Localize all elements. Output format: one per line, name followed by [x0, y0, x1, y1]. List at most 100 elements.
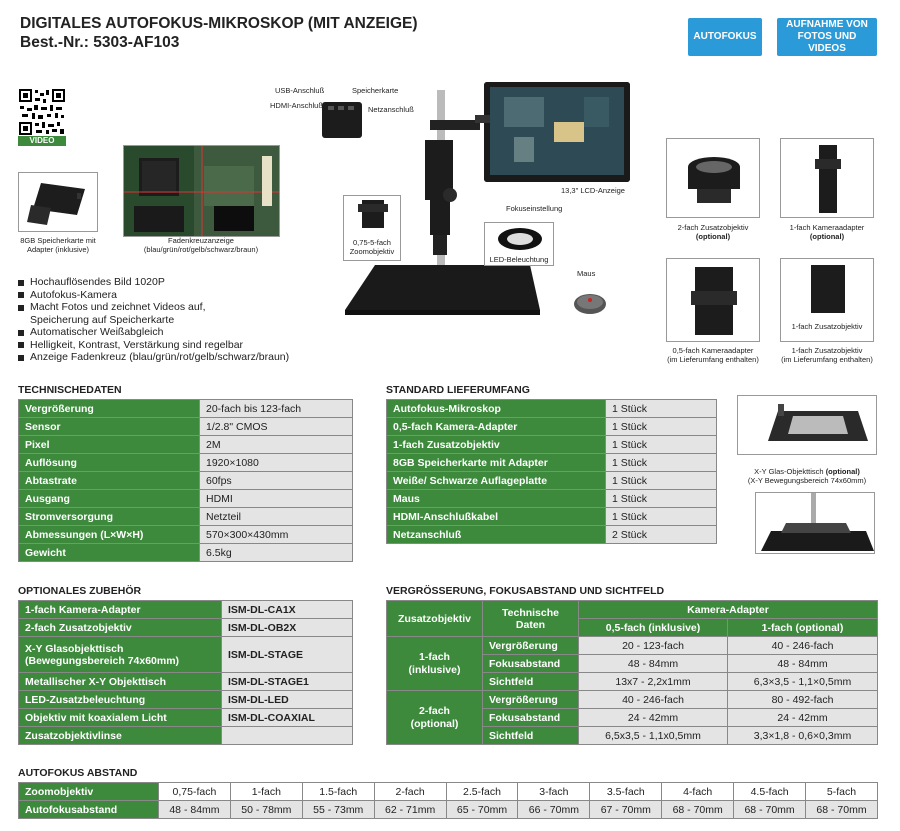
magnif-h-tech1: Technische — [502, 606, 559, 619]
optional-item-line1: X-Y Glasobjekttisch — [25, 642, 124, 655]
tech-key: Pixel — [18, 435, 200, 454]
magnif-group-2: 2-fach(optional) — [386, 690, 483, 745]
tech-key: Gewicht — [18, 543, 200, 562]
af-dist: 68 - 70mm — [733, 800, 807, 819]
af-dist: 68 - 70mm — [805, 800, 878, 819]
scope-item: Maus — [386, 489, 606, 508]
xy-stage-sub: (optional) — [825, 467, 860, 476]
optional-item: 2-fach Zusatzobjektiv — [18, 618, 222, 637]
magnif-param: Fokusabstand — [482, 708, 579, 727]
tech-key: Vergrößerung — [18, 399, 200, 418]
optional-item: LED-Zusatzbeleuchtung — [18, 690, 222, 709]
xy-stage-label: X-Y Glas-Objekttisch — [754, 467, 824, 476]
page-title: DIGITALES AUTOFOKUS-MIKROSKOP (MIT ANZEI… — [20, 14, 418, 52]
hdmi-label: HDMI-Anschluß — [270, 101, 323, 110]
scope-qty: 1 Stück — [605, 507, 717, 526]
feature-list: Hochauflösendes Bild 1020P Autofokus-Kam… — [18, 276, 348, 364]
optional-item-line2: (Bewegungsbereich 74x60mm) — [25, 654, 180, 667]
acc-05fach-kameraadapter-image — [666, 258, 760, 342]
acc4-label: 1-fach Zusatzobjektiv — [791, 346, 863, 355]
magnif-h-zusatz: Zusatzobjektiv — [386, 600, 483, 637]
tech-value: 20-fach bis 123-fach — [199, 399, 353, 418]
acc1-caption: 2-fach Zusatzobjektiv (optional) — [656, 223, 770, 241]
optional-code: ISM-DL-LED — [221, 690, 353, 709]
table-row: X-Y Glasobjekttisch(Bewegungsbereich 74x… — [18, 636, 353, 673]
tech-key: Auflösung — [18, 453, 200, 472]
qr-code[interactable] — [18, 88, 66, 136]
tech-key: Sensor — [18, 417, 200, 436]
tech-key: Abmessungen (L×W×H) — [18, 525, 200, 544]
scope-qty: 1 Stück — [605, 489, 717, 508]
optional-code: ISM-DL-CA1X — [221, 600, 353, 619]
magnif-param: Vergrößerung — [482, 636, 579, 655]
magnif-val: 80 - 492-fach — [727, 690, 878, 709]
feature-item: Anzeige Fadenkreuz (blau/grün/rot/gelb/s… — [18, 351, 348, 364]
af-dist: 48 - 84mm — [158, 800, 231, 819]
scope-item: Autofokus-Mikroskop — [386, 399, 606, 418]
scope-qty: 2 Stück — [605, 525, 717, 544]
maus-label: Maus — [577, 269, 596, 278]
magnif-param: Vergrößerung — [482, 690, 579, 709]
fadenkreuz-caption: Fadenkreuzanzeige (blau/grün/rot/gelb/sc… — [122, 236, 280, 254]
af-dist: 62 - 71mm — [373, 800, 447, 819]
optional-heading: OPTIONALES ZUBEHÖR — [18, 585, 142, 597]
af-zoom: 4.5-fach — [733, 782, 807, 801]
scope-item: Netzanschluß — [386, 525, 606, 544]
af-row-label: Autofokusabstand — [18, 800, 159, 819]
xy-stage-image — [737, 395, 877, 455]
af-dist: 50 - 78mm — [229, 800, 303, 819]
magnif-g1b: (inklusive) — [408, 663, 461, 676]
acc1-label: 2-fach Zusatzobjektiv — [677, 223, 749, 232]
autofokus-button[interactable]: AUTOFOKUS — [688, 18, 762, 56]
scope-qty: 1 Stück — [605, 417, 717, 436]
optional-item: Zusatzobjektivlinse — [18, 726, 222, 745]
feature-item: Automatischer Weißabgleich — [18, 326, 348, 339]
magnif-h-tech2: Daten — [515, 618, 546, 631]
magnif-h-1: 1-fach (optional) — [727, 618, 878, 637]
magnif-g1a: 1-fach — [419, 650, 450, 663]
acc-1fach-zusatzobjektiv-image: 1-fach Zusatzobjektiv — [780, 258, 874, 342]
zoom-objective-label: 0,75-5-fach Zoomobjektiv — [349, 238, 395, 256]
magnif-val: 24 - 42mm — [727, 708, 878, 727]
lcd-monitor-image — [484, 82, 630, 182]
af-row-label: Zoomobjektiv — [18, 782, 159, 801]
aufnahme-button[interactable]: AUFNAHME VON FOTOS UND VIDEOS — [777, 18, 877, 56]
table-row: Abmessungen (L×W×H)570×300×430mm — [18, 525, 353, 544]
feature-item: Macht Fotos und zeichnet Videos auf, — [18, 301, 348, 314]
optional-item: Metallischer X-Y Objekttisch — [18, 672, 222, 691]
tech-heading: TECHNISCHEDATEN — [18, 384, 122, 396]
magnif-g2a: 2-fach — [419, 704, 450, 717]
optional-code: ISM-DL-STAGE — [221, 636, 353, 673]
magnif-val: 20 - 123-fach — [578, 636, 728, 655]
fadenkreuz-image — [123, 145, 280, 237]
camera-back-image — [320, 100, 364, 140]
tech-value: HDMI — [199, 489, 353, 508]
scope-item: HDMI-Anschlußkabel — [386, 507, 606, 526]
fadenkreuz-caption-text: Fadenkreuzanzeige (blau/grün/rot/gelb/sc… — [143, 236, 259, 254]
usb-label: USB-Anschluß — [275, 86, 325, 95]
microscope-base-image — [345, 255, 540, 317]
magnif-val: 6,3×3,5 - 1,1×0,5mm — [727, 672, 878, 691]
af-zoom: 3-fach — [517, 782, 591, 801]
feature-item: Helligkeit, Kontrast, Verstärkung sind r… — [18, 339, 348, 352]
af-dist: 68 - 70mm — [661, 800, 735, 819]
magnif-group-1: 1-fach(inklusive) — [386, 636, 483, 691]
table-row: 1-fach(inklusive) Vergrößerung 20 - 123-… — [386, 636, 878, 691]
af-zoom: 1.5-fach — [301, 782, 375, 801]
xy-stage-range: (X-Y Bewegungsbereich 74x60mm) — [747, 476, 867, 485]
